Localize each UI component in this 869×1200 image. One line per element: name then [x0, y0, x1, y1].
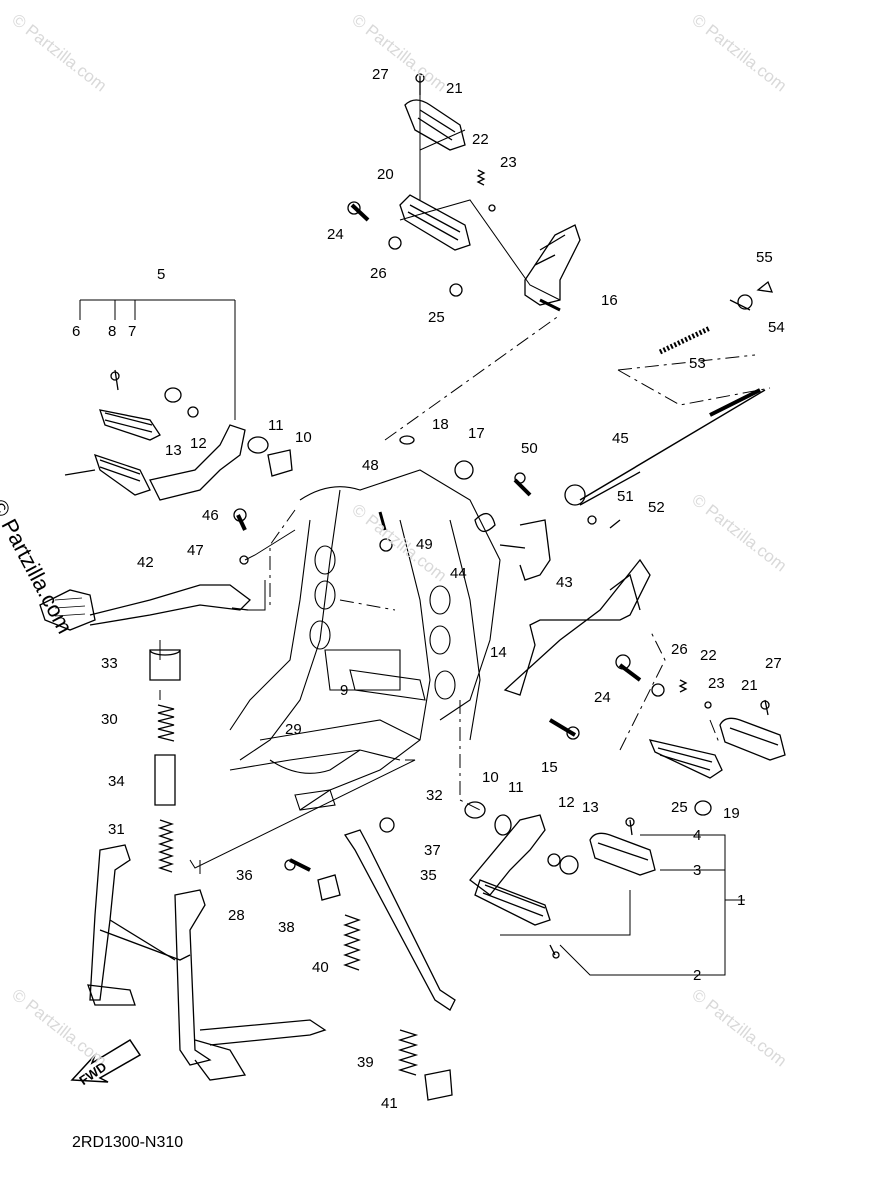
- callout-41[interactable]: 41: [381, 1095, 398, 1112]
- callout-9[interactable]: 9: [340, 682, 349, 699]
- callout-13[interactable]: 13: [165, 442, 182, 459]
- callout-13[interactable]: 13: [582, 799, 599, 816]
- callout-34[interactable]: 34: [108, 773, 125, 790]
- callout-27[interactable]: 27: [372, 66, 389, 83]
- callout-48[interactable]: 48: [362, 457, 379, 474]
- center-stand-28: [87, 844, 327, 1081]
- callout-54[interactable]: 54: [768, 319, 785, 336]
- callout-16[interactable]: 16: [601, 292, 618, 309]
- callout-10[interactable]: 10: [482, 769, 499, 786]
- callout-15[interactable]: 15: [541, 759, 558, 776]
- callout-39[interactable]: 39: [357, 1054, 374, 1071]
- callout-36[interactable]: 36: [236, 867, 253, 884]
- callout-24[interactable]: 24: [594, 689, 611, 706]
- callout-49[interactable]: 49: [416, 536, 433, 553]
- callout-20[interactable]: 20: [377, 166, 394, 183]
- callout-19[interactable]: 19: [723, 805, 740, 822]
- callout-25[interactable]: 25: [428, 309, 445, 326]
- callout-46[interactable]: 46: [202, 507, 219, 524]
- bracket-16: [524, 224, 581, 312]
- callout-27[interactable]: 27: [765, 655, 782, 672]
- bushings-upper: [247, 436, 293, 477]
- brake-pedal-42: [39, 508, 251, 631]
- callout-26[interactable]: 26: [671, 641, 688, 658]
- callout-50[interactable]: 50: [521, 440, 538, 457]
- callout-42[interactable]: 42: [137, 554, 154, 571]
- callout-44[interactable]: 44: [450, 565, 467, 582]
- callout-25[interactable]: 25: [671, 799, 688, 816]
- callout-43[interactable]: 43: [556, 574, 573, 591]
- callout-55[interactable]: 55: [756, 249, 773, 266]
- callout-29[interactable]: 29: [285, 721, 302, 738]
- callout-17[interactable]: 17: [468, 425, 485, 442]
- side-stand-35: [284, 817, 456, 1101]
- callout-18[interactable]: 18: [432, 416, 449, 433]
- callout-24[interactable]: 24: [327, 226, 344, 243]
- callout-8[interactable]: 8: [108, 323, 117, 340]
- front-footrest-right: [464, 801, 656, 959]
- diagram-code: 2RD1300-N310: [72, 1134, 184, 1151]
- callout-7[interactable]: 7: [128, 323, 137, 340]
- dashed-leaders: [159, 314, 771, 875]
- callout-10[interactable]: 10: [295, 429, 312, 446]
- shift-rod-assembly: [513, 280, 774, 529]
- callout-51[interactable]: 51: [617, 488, 634, 505]
- rear-footrest-right-lower: [615, 654, 786, 816]
- callout-12[interactable]: 12: [558, 794, 575, 811]
- callout-4[interactable]: 4: [693, 827, 702, 844]
- rear-footrest-right-upper: [347, 73, 496, 297]
- callout-14[interactable]: 14: [490, 644, 507, 661]
- shift-pedal-14: [503, 558, 651, 740]
- callout-22[interactable]: 22: [472, 131, 489, 148]
- callout-5[interactable]: 5: [157, 266, 166, 283]
- leader-lines: [79, 95, 745, 976]
- callout-21[interactable]: 21: [741, 677, 758, 694]
- callout-1[interactable]: 1: [737, 892, 746, 909]
- callout-3[interactable]: 3: [693, 862, 702, 879]
- callout-30[interactable]: 30: [101, 711, 118, 728]
- callout-22[interactable]: 22: [700, 647, 717, 664]
- callout-12[interactable]: 12: [190, 435, 207, 452]
- callout-11[interactable]: 11: [268, 417, 284, 434]
- callout-23[interactable]: 23: [500, 154, 517, 171]
- callout-11[interactable]: 11: [508, 779, 524, 796]
- fwd-arrow-icon: [70, 1038, 142, 1083]
- callout-2[interactable]: 2: [693, 967, 702, 984]
- callout-38[interactable]: 38: [278, 919, 295, 936]
- callout-33[interactable]: 33: [101, 655, 118, 672]
- center-stand-springs: [149, 649, 181, 873]
- callout-37[interactable]: 37: [424, 842, 441, 859]
- callout-53[interactable]: 53: [689, 355, 706, 372]
- frame-outline: [229, 469, 501, 811]
- callout-35[interactable]: 35: [420, 867, 437, 884]
- front-footrest-left: [64, 369, 246, 501]
- callout-47[interactable]: 47: [187, 542, 204, 559]
- callout-31[interactable]: 31: [108, 821, 125, 838]
- callout-21[interactable]: 21: [446, 80, 463, 97]
- callout-45[interactable]: 45: [612, 430, 629, 447]
- callout-28[interactable]: 28: [228, 907, 245, 924]
- callout-52[interactable]: 52: [648, 499, 665, 516]
- shift-shaft-parts: [378, 435, 551, 581]
- callout-32[interactable]: 32: [426, 787, 443, 804]
- callout-26[interactable]: 26: [370, 265, 387, 282]
- callout-6[interactable]: 6: [72, 323, 81, 340]
- callout-23[interactable]: 23: [708, 675, 725, 692]
- callout-40[interactable]: 40: [312, 959, 329, 976]
